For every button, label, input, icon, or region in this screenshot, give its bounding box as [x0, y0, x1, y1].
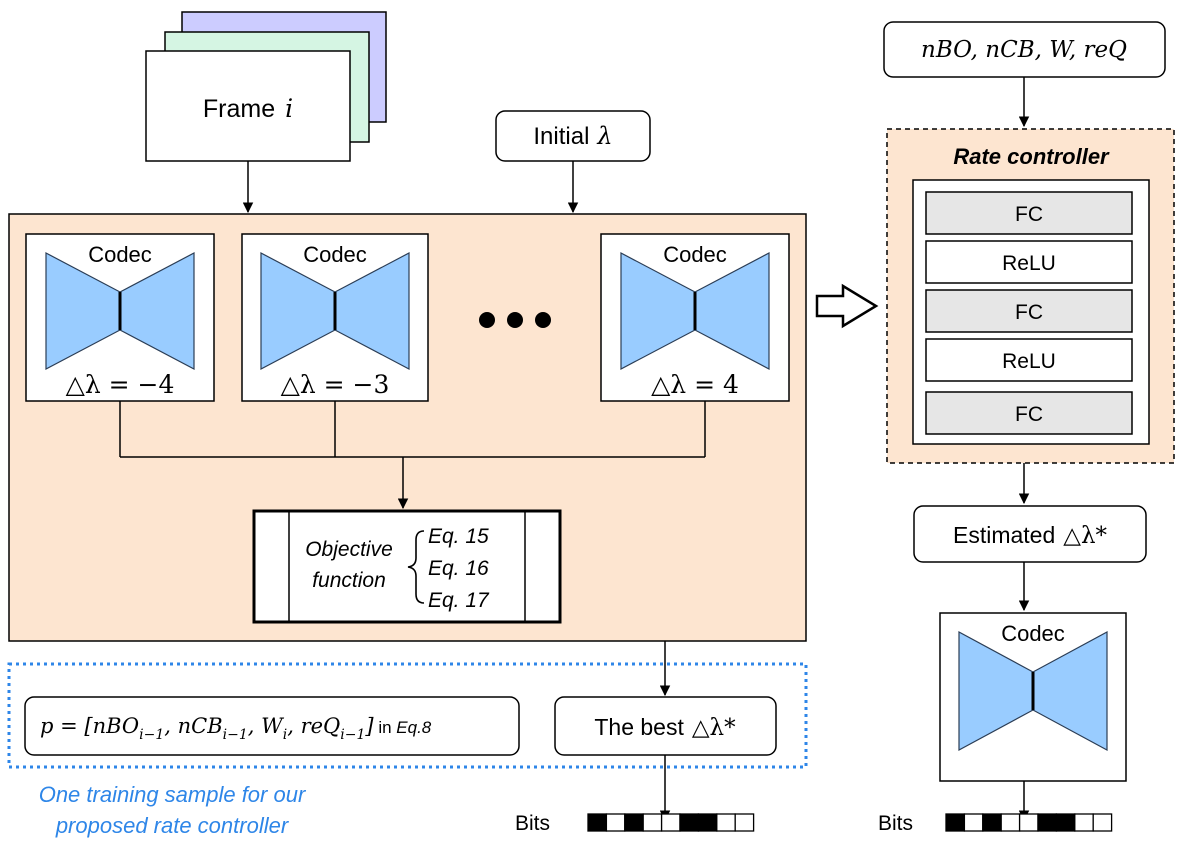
training-sample-region	[7, 662, 808, 769]
objective-line2: function	[312, 569, 386, 592]
layer-5-label: FC	[1015, 403, 1043, 426]
estimated-delta-label: Estimated	[953, 522, 1055, 548]
estimated-delta-text: Estimated △λ*	[953, 522, 1108, 549]
bit-cell	[1055, 813, 1076, 832]
frame-box	[145, 50, 351, 162]
codec-box-3: Codec △λ = 4	[600, 233, 790, 402]
bit-cell	[697, 813, 718, 832]
codec-box-right: Codec	[939, 612, 1127, 782]
codec-2-delta: △λ = −3	[281, 370, 390, 399]
ellipsis-dot	[507, 312, 523, 328]
objective-line1: Objective	[305, 538, 393, 561]
codec-2-title: Codec	[303, 242, 367, 267]
bit-cell	[587, 813, 608, 832]
bit-cell	[1000, 813, 1021, 832]
initial-lambda-var: λ	[596, 122, 612, 150]
bit-cell	[605, 813, 626, 832]
sample-formula: p = [nBOi−1, nCBi−1, Wi, reQi−1] in Eq.8	[40, 714, 432, 743]
layer-4-label: ReLU	[1002, 350, 1056, 373]
bit-cell	[1092, 813, 1113, 832]
bit-cell	[1037, 813, 1058, 832]
layer-1-label: FC	[1015, 203, 1043, 226]
merge-connector	[119, 401, 706, 510]
layer-2: ReLU	[925, 240, 1133, 284]
sample-formula-box	[24, 696, 520, 756]
codec-box-2: Codec △λ = −3	[241, 233, 429, 402]
bits-right-label: Bits	[878, 812, 913, 835]
best-delta-math: △λ*	[692, 715, 736, 741]
bit-cell	[963, 813, 984, 832]
codec-right-title: Codec	[1001, 621, 1065, 646]
estimated-delta-box	[913, 505, 1147, 563]
objective-eq-2: Eq. 16	[428, 557, 489, 580]
estimated-delta-math: △λ*	[1063, 523, 1107, 549]
bit-cell	[945, 813, 966, 832]
objective-eq-3: Eq. 17	[428, 589, 490, 612]
inputs-math: nBO, nCB, W, reQ	[921, 37, 1127, 63]
codec-1-title: Codec	[88, 242, 152, 267]
frame-var: i	[285, 94, 293, 123]
layer-4: ReLU	[925, 338, 1133, 382]
bit-cell	[1018, 813, 1039, 832]
objective-eq-1: Eq. 15	[428, 525, 489, 548]
bit-cell	[982, 813, 1002, 832]
objective-function-box: Objective function Eq. 15 Eq. 16 Eq. 17	[252, 509, 562, 624]
bits-left-strip	[587, 813, 755, 832]
initial-lambda-label: Initial	[533, 123, 589, 150]
bit-cell	[734, 813, 755, 832]
layer-5: FC	[925, 391, 1133, 435]
training-caption-line2: proposed rate controller	[55, 813, 290, 838]
layer-3: FC	[925, 289, 1133, 333]
best-delta-text: The best △λ*	[594, 714, 736, 741]
bit-cell	[716, 813, 736, 832]
bits-right-strip	[945, 813, 1113, 832]
ellipsis-dot	[479, 312, 495, 328]
curly-brace-icon	[407, 530, 425, 604]
codec-box-1: Codec △λ = −4	[25, 233, 215, 402]
codec-3-delta: △λ = 4	[651, 370, 739, 399]
bit-cell	[624, 813, 644, 832]
ellipsis-dot	[535, 312, 551, 328]
frame-label: Frame	[203, 95, 275, 123]
codec-3-title: Codec	[663, 242, 727, 267]
training-caption-line1: One training sample for our	[39, 782, 307, 807]
layer-1: FC	[925, 191, 1133, 235]
initial-lambda-text: Initial λ	[533, 122, 612, 150]
layer-2-label: ReLU	[1002, 252, 1056, 275]
best-delta-label: The best	[594, 714, 684, 740]
layer-3-label: FC	[1015, 301, 1043, 324]
codec-1-delta: △λ = −4	[66, 370, 175, 399]
bit-cell	[642, 813, 663, 832]
bit-cell	[679, 813, 700, 832]
hollow-arrow-icon	[815, 283, 879, 329]
bits-left-label: Bits	[515, 812, 550, 835]
bit-cell	[1074, 813, 1094, 832]
bit-cell	[660, 813, 681, 832]
rate-controller-title: Rate controller	[953, 144, 1110, 169]
